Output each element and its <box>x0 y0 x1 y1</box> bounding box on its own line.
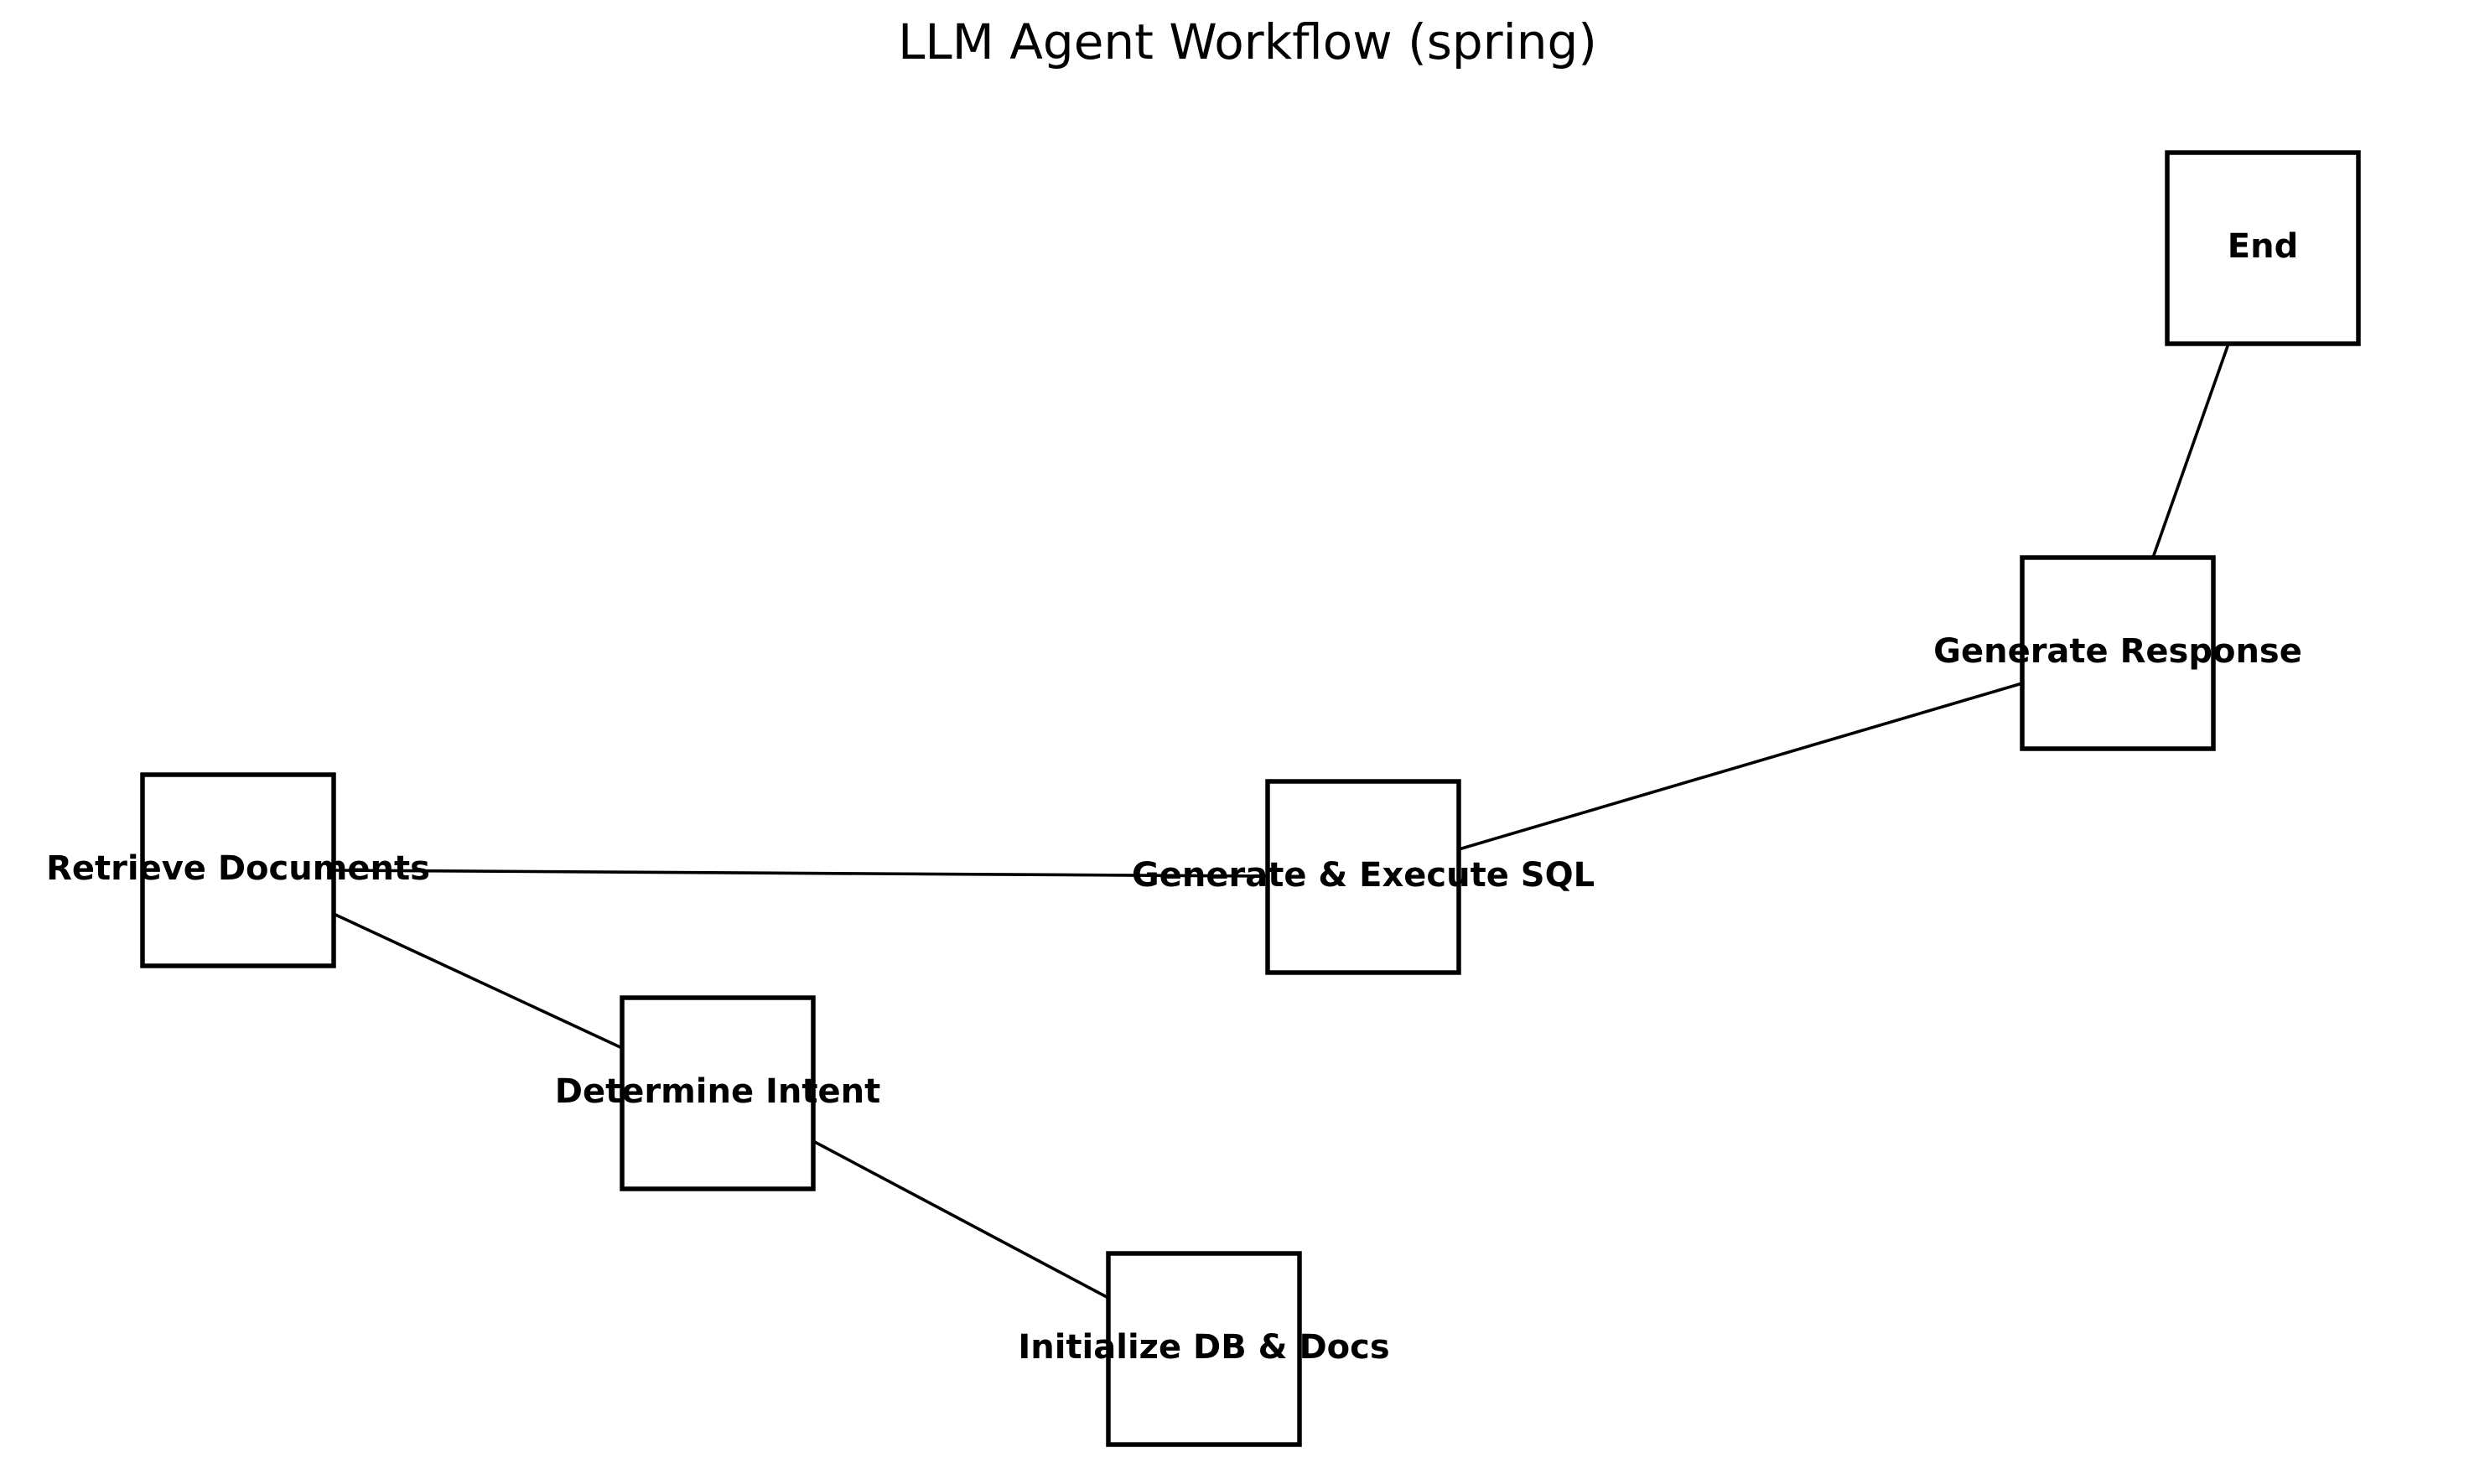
edge-response-to-end <box>2151 343 2230 558</box>
node-generate-execute-sql[interactable]: Generate & Execute SQL <box>1132 779 1595 975</box>
node-box <box>1265 779 1461 975</box>
edge-intent-to-retrieve <box>333 912 623 1050</box>
node-box <box>1106 1251 1302 1447</box>
edges-layer <box>333 343 2230 1300</box>
nodes-layer: Initialize DB & Docs Determine Intent Re… <box>46 150 2361 1447</box>
node-label: Generate & Execute SQL <box>1132 856 1595 895</box>
node-box <box>140 772 336 968</box>
node-label: Initialize DB & Docs <box>1018 1328 1389 1367</box>
edge-retrieve-to-sql <box>333 869 1268 878</box>
edge-init-to-intent <box>811 1139 1109 1300</box>
node-box <box>620 995 816 1191</box>
node-determine-intent[interactable]: Determine Intent <box>555 995 880 1191</box>
node-box <box>2165 150 2361 346</box>
node-label: Generate Response <box>1933 632 2302 671</box>
node-end[interactable]: End <box>2165 150 2361 346</box>
node-retrieve-documents[interactable]: Retrieve Documents <box>46 772 430 968</box>
node-generate-response[interactable]: Generate Response <box>1933 555 2302 751</box>
node-label: Retrieve Documents <box>46 849 430 888</box>
node-label: Determine Intent <box>555 1072 880 1111</box>
edge-sql-to-response <box>1458 682 2023 851</box>
node-initialize-db-docs[interactable]: Initialize DB & Docs <box>1018 1251 1390 1447</box>
node-box <box>2020 555 2216 751</box>
diagram-title: LLM Agent Workflow (spring) <box>898 13 1597 70</box>
node-label: End <box>2228 227 2298 266</box>
